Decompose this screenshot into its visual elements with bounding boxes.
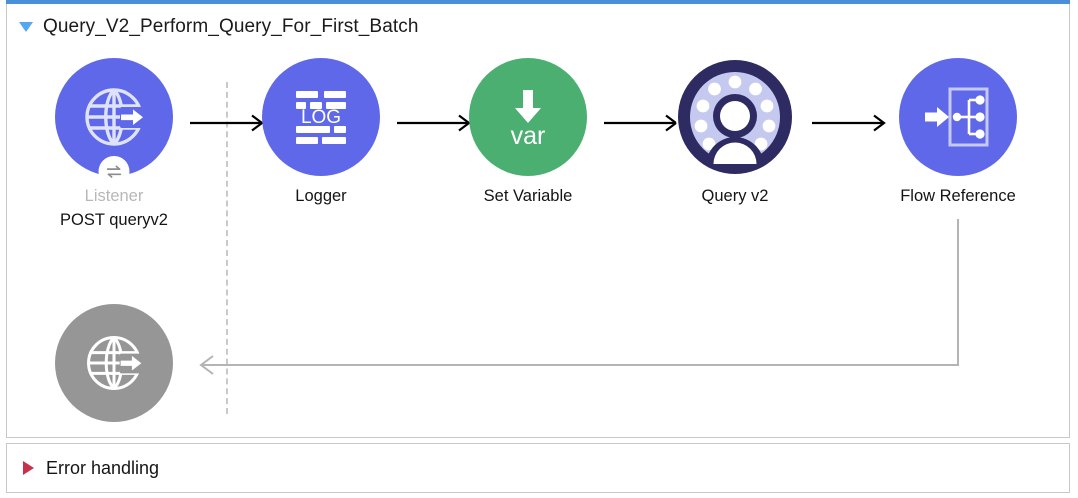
node-sublabel-listener: POST queryv2 — [60, 211, 168, 230]
node-query-v2[interactable]: Query v2 — [650, 58, 820, 207]
node-listener[interactable]: Listener POST queryv2 — [29, 58, 199, 232]
error-handling-section[interactable]: Error handling — [6, 443, 1070, 493]
svg-text:var: var — [511, 122, 546, 150]
flow-panel[interactable]: Query_V2_Perform_Query_For_First_Batch — [6, 4, 1070, 438]
node-error-listener[interactable] — [29, 304, 199, 422]
log-icon: LOG — [296, 91, 346, 144]
node-label-set-variable: Set Variable — [483, 187, 573, 205]
bidirectional-arrows-icon — [106, 165, 122, 178]
globe-arrow-icon — [85, 88, 146, 146]
flow-selection-accent-bar — [6, 0, 1070, 5]
flow-title: Query_V2_Perform_Query_For_First_Batch — [43, 16, 419, 37]
flow-reference-icon — [925, 87, 989, 147]
node-set-variable[interactable]: var Set Variable — [443, 58, 613, 207]
node-label-flow-reference: Flow Reference — [900, 187, 1016, 205]
logger-circle[interactable]: LOG — [262, 58, 380, 176]
globe-arrow-icon — [87, 336, 145, 390]
query-v2-circle[interactable] — [676, 58, 794, 176]
listener-inbound-badge — [98, 156, 130, 187]
flow-diagram-canvas: Listener POST queryv2 — [7, 4, 1071, 436]
var-down-arrow-icon: var — [511, 90, 546, 150]
triangle-right-icon[interactable] — [23, 461, 34, 475]
node-logger[interactable]: LOG Logger — [236, 58, 406, 207]
node-flow-reference[interactable]: Flow Reference — [873, 58, 1043, 207]
node-label-logger: Logger — [295, 187, 347, 205]
flow-header[interactable]: Query_V2_Perform_Query_For_First_Batch — [19, 14, 419, 40]
error-listener-circle[interactable] — [55, 304, 173, 422]
flow-reference-circle[interactable] — [899, 58, 1017, 176]
node-label-query-v2: Query v2 — [701, 187, 769, 205]
node-label-listener: Listener — [84, 187, 144, 205]
triangle-down-icon[interactable] — [19, 22, 33, 32]
svg-text:LOG: LOG — [301, 107, 341, 128]
listener-circle[interactable] — [55, 58, 173, 187]
set-variable-circle[interactable]: var — [469, 58, 587, 176]
connector-arrow-queryv2-to-flowreference — [812, 114, 886, 132]
user-ring-icon — [678, 60, 792, 174]
error-handling-label: Error handling — [46, 457, 160, 478]
